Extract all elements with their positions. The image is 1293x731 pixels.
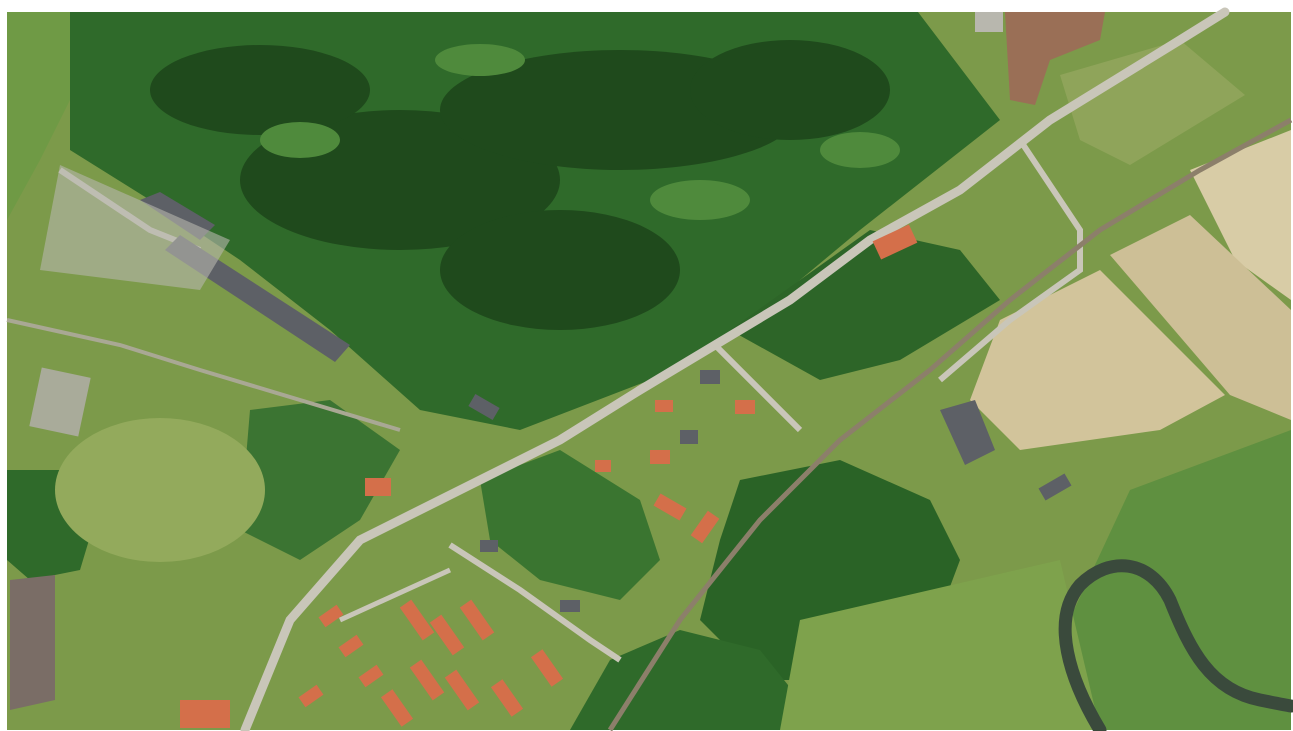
- parking-lot: [40, 165, 230, 290]
- sports-field: [55, 418, 265, 562]
- map-imagery: [6, 7, 1293, 731]
- forest-strip: [730, 230, 1000, 380]
- field-north: [1060, 40, 1245, 165]
- warehouse: [940, 400, 995, 465]
- farmhouse: [872, 224, 918, 260]
- road-residential: [448, 542, 622, 663]
- building-south: [180, 700, 230, 728]
- building-west: [10, 575, 55, 710]
- road-east: [938, 138, 1083, 383]
- residential-houses: [298, 400, 755, 727]
- red-roof-house: [365, 478, 391, 496]
- meadow-south: [780, 560, 1100, 730]
- field-southeast: [1060, 430, 1291, 730]
- grey-houses: [468, 370, 1072, 612]
- road-cul-de-sac: [338, 567, 452, 623]
- field-east: [1110, 215, 1291, 420]
- river: [1058, 559, 1293, 731]
- field-northeast: [1190, 130, 1291, 300]
- road-village: [712, 342, 803, 433]
- path-park: [6, 318, 401, 432]
- sports-court: [29, 367, 91, 437]
- trees-park: [240, 400, 400, 560]
- field-central: [970, 270, 1225, 450]
- building-small: [975, 12, 1003, 32]
- trees-middle: [480, 450, 660, 600]
- railway: [607, 117, 1293, 731]
- building-complex: [1005, 12, 1105, 105]
- forest-shadow: [150, 40, 890, 330]
- forest-highlights: [260, 44, 900, 220]
